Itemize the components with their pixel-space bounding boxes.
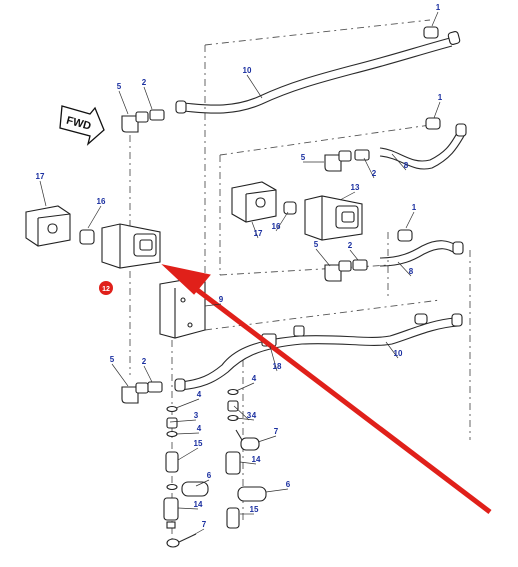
callout-leader-5	[111, 363, 129, 387]
callout-label-15: 15	[250, 505, 259, 514]
callout-leader-2	[363, 157, 375, 179]
callout-label-1: 1	[436, 3, 441, 12]
callout-label-7: 7	[274, 427, 279, 436]
callout-label-17: 17	[36, 172, 45, 181]
callout-label-4: 4	[197, 424, 202, 433]
callout-label-2: 2	[142, 78, 147, 87]
callout-leader-13	[339, 191, 356, 201]
callout-label-1: 1	[438, 93, 443, 102]
callout-label-10: 10	[394, 349, 403, 358]
callout-leader-8	[391, 153, 407, 171]
straight-fitting-parts	[147, 109, 370, 393]
callout-leader-15	[177, 447, 199, 461]
callout-leader-2	[143, 365, 153, 383]
callout-label-5: 5	[301, 153, 306, 162]
pressure-switch-part-13	[304, 195, 363, 241]
callout-label-5: 5	[117, 82, 122, 91]
highlight-badge-label: 12	[102, 286, 110, 293]
callout-label-1: 1	[412, 203, 417, 212]
callout-label-3: 3	[194, 411, 199, 420]
left-stack-parts	[163, 405, 209, 548]
callout-label-3: 3	[247, 411, 252, 420]
block-parts-17	[25, 181, 277, 247]
callout-leader-2	[349, 249, 359, 261]
callout-leader-14	[239, 461, 257, 465]
callout-leader-17	[39, 180, 47, 207]
right-stack-parts	[225, 388, 267, 529]
callout-leader-18	[269, 345, 278, 372]
callout-leader-3	[169, 419, 197, 423]
callout-label-6: 6	[207, 471, 212, 480]
callout-label-17: 17	[254, 229, 263, 238]
callout-leader-16	[87, 205, 102, 229]
callout-label-18: 18	[273, 362, 282, 371]
callout-label-8: 8	[404, 161, 409, 170]
callout-label-14: 14	[194, 500, 203, 509]
callout-label-4: 4	[197, 390, 202, 399]
callout-leader-10	[385, 341, 399, 359]
callout-label-16: 16	[272, 222, 281, 231]
tube-part-8-upper	[379, 123, 467, 170]
red-pointer-arrow	[161, 264, 492, 514]
callout-label-16: 16	[97, 197, 106, 206]
callout-label-7: 7	[202, 520, 207, 529]
callout-leader-8	[397, 261, 412, 277]
callout-leader-4	[235, 382, 255, 392]
callout-leader-17	[251, 221, 259, 239]
callout-label-14: 14	[252, 455, 261, 464]
elbow-fitting-parts	[121, 111, 352, 404]
callout-leader-6	[265, 488, 289, 493]
callout-leader-4	[235, 417, 255, 421]
callout-label-4: 4	[252, 411, 257, 420]
callout-label-10: 10	[243, 66, 252, 75]
plug-parts-16	[79, 201, 297, 245]
callout-leader-1	[431, 11, 439, 27]
callout-label-8: 8	[409, 267, 414, 276]
callout-leader-5	[315, 248, 331, 267]
callout-label-2: 2	[142, 357, 147, 366]
callout-label-5: 5	[314, 240, 319, 249]
callout-leader-4	[175, 432, 200, 435]
callout-leader-6	[195, 479, 210, 487]
callout-leader-5	[118, 90, 129, 115]
callout-label-4: 4	[252, 374, 257, 383]
callout-label-13: 13	[351, 183, 360, 192]
callout-label-15: 15	[194, 439, 203, 448]
callout-label-2: 2	[372, 169, 377, 178]
callout-leader-1	[405, 211, 415, 229]
callout-label-5: 5	[110, 355, 115, 364]
callout-leader-9	[204, 303, 222, 307]
callout-leader-1	[433, 101, 441, 119]
callout-leader-2	[143, 86, 153, 110]
highlight-badge-circle	[99, 281, 113, 295]
callout-leader-16	[275, 211, 289, 232]
callout-label-6: 6	[286, 480, 291, 489]
callout-leader-7	[257, 435, 277, 443]
callout-label-9: 9	[219, 295, 224, 304]
callout-leader-14	[177, 507, 199, 510]
callout-label-2: 2	[348, 241, 353, 250]
callout-leader-7	[187, 528, 205, 539]
pressure-switch-part-12	[101, 223, 161, 269]
end-fitting-parts	[397, 26, 441, 325]
highlighted-part-badge: 12	[99, 281, 113, 295]
callout-leader-4	[175, 398, 200, 409]
callout-leader-3	[233, 405, 250, 421]
forward-direction-icon: FWD	[59, 105, 105, 146]
tube-part-10-upper	[175, 31, 461, 114]
callout-leader-10	[246, 74, 263, 99]
tube-part-8-lower	[379, 240, 464, 267]
